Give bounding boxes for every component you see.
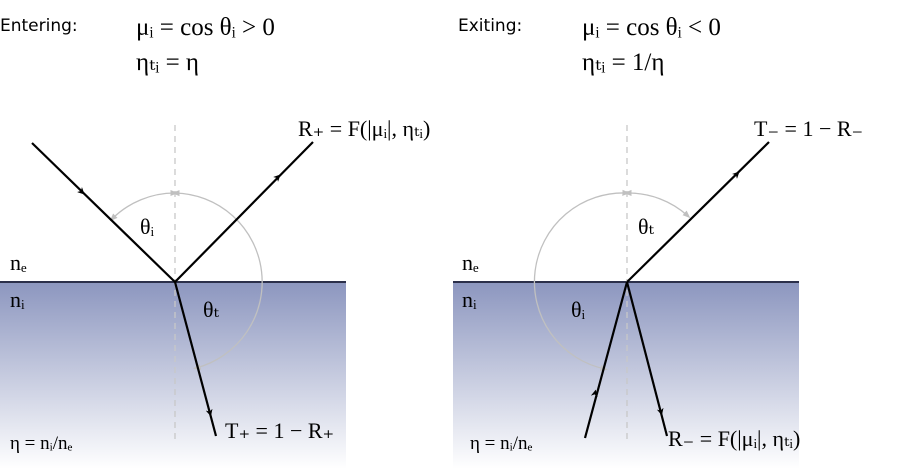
entering-inner-index: nᵢ	[10, 287, 25, 312]
exiting-inner-index: nᵢ	[462, 287, 477, 312]
entering-transmit-label: T₊ = 1 − R₊	[225, 418, 335, 443]
entering-panel	[0, 125, 346, 469]
exiting-heading: Exiting:	[458, 16, 523, 36]
exiting-angle-transmit: θₜ	[638, 214, 654, 239]
exiting-mu-equation: μᵢ = cos θᵢ < 0	[582, 14, 721, 41]
exiting-eta-ratio: η = nᵢ/nₑ	[470, 433, 533, 454]
angle-arc-incident	[109, 189, 179, 222]
exiting-eta-equation: ηₜᵢ = 1/η	[582, 49, 665, 76]
entering-mu-equation: μᵢ = cos θᵢ > 0	[136, 14, 275, 41]
angle-arc-transmit	[171, 189, 263, 370]
entering-eta-equation: ηₜᵢ = η	[136, 49, 200, 76]
angle-arc-transmit	[623, 189, 691, 219]
entering-angle-transmit: θₜ	[203, 297, 219, 322]
exiting-transmit-label: T₋ = 1 − R₋	[754, 116, 864, 141]
exiting-reflect-label: R₋ = F(|μᵢ|, ηₜᵢ)	[668, 426, 801, 451]
entering-reflect-label: R₊ = F(|μᵢ|, ηₜᵢ)	[298, 116, 431, 141]
exiting-panel	[453, 125, 799, 469]
angle-arc-incident	[533, 189, 631, 372]
incident-ray	[31, 142, 176, 283]
entering-angle-incident: θᵢ	[140, 214, 155, 239]
exiting-outer-index: nₑ	[462, 250, 479, 275]
entering-outer-index: nₑ	[10, 250, 27, 275]
reflected-ray	[174, 141, 314, 283]
entering-heading: Entering:	[0, 16, 78, 36]
exiting-angle-incident: θᵢ	[571, 297, 586, 322]
transmitted-ray	[626, 141, 770, 283]
entering-eta-ratio: η = nᵢ/nₑ	[10, 433, 73, 454]
incident-ray	[583, 281, 629, 439]
